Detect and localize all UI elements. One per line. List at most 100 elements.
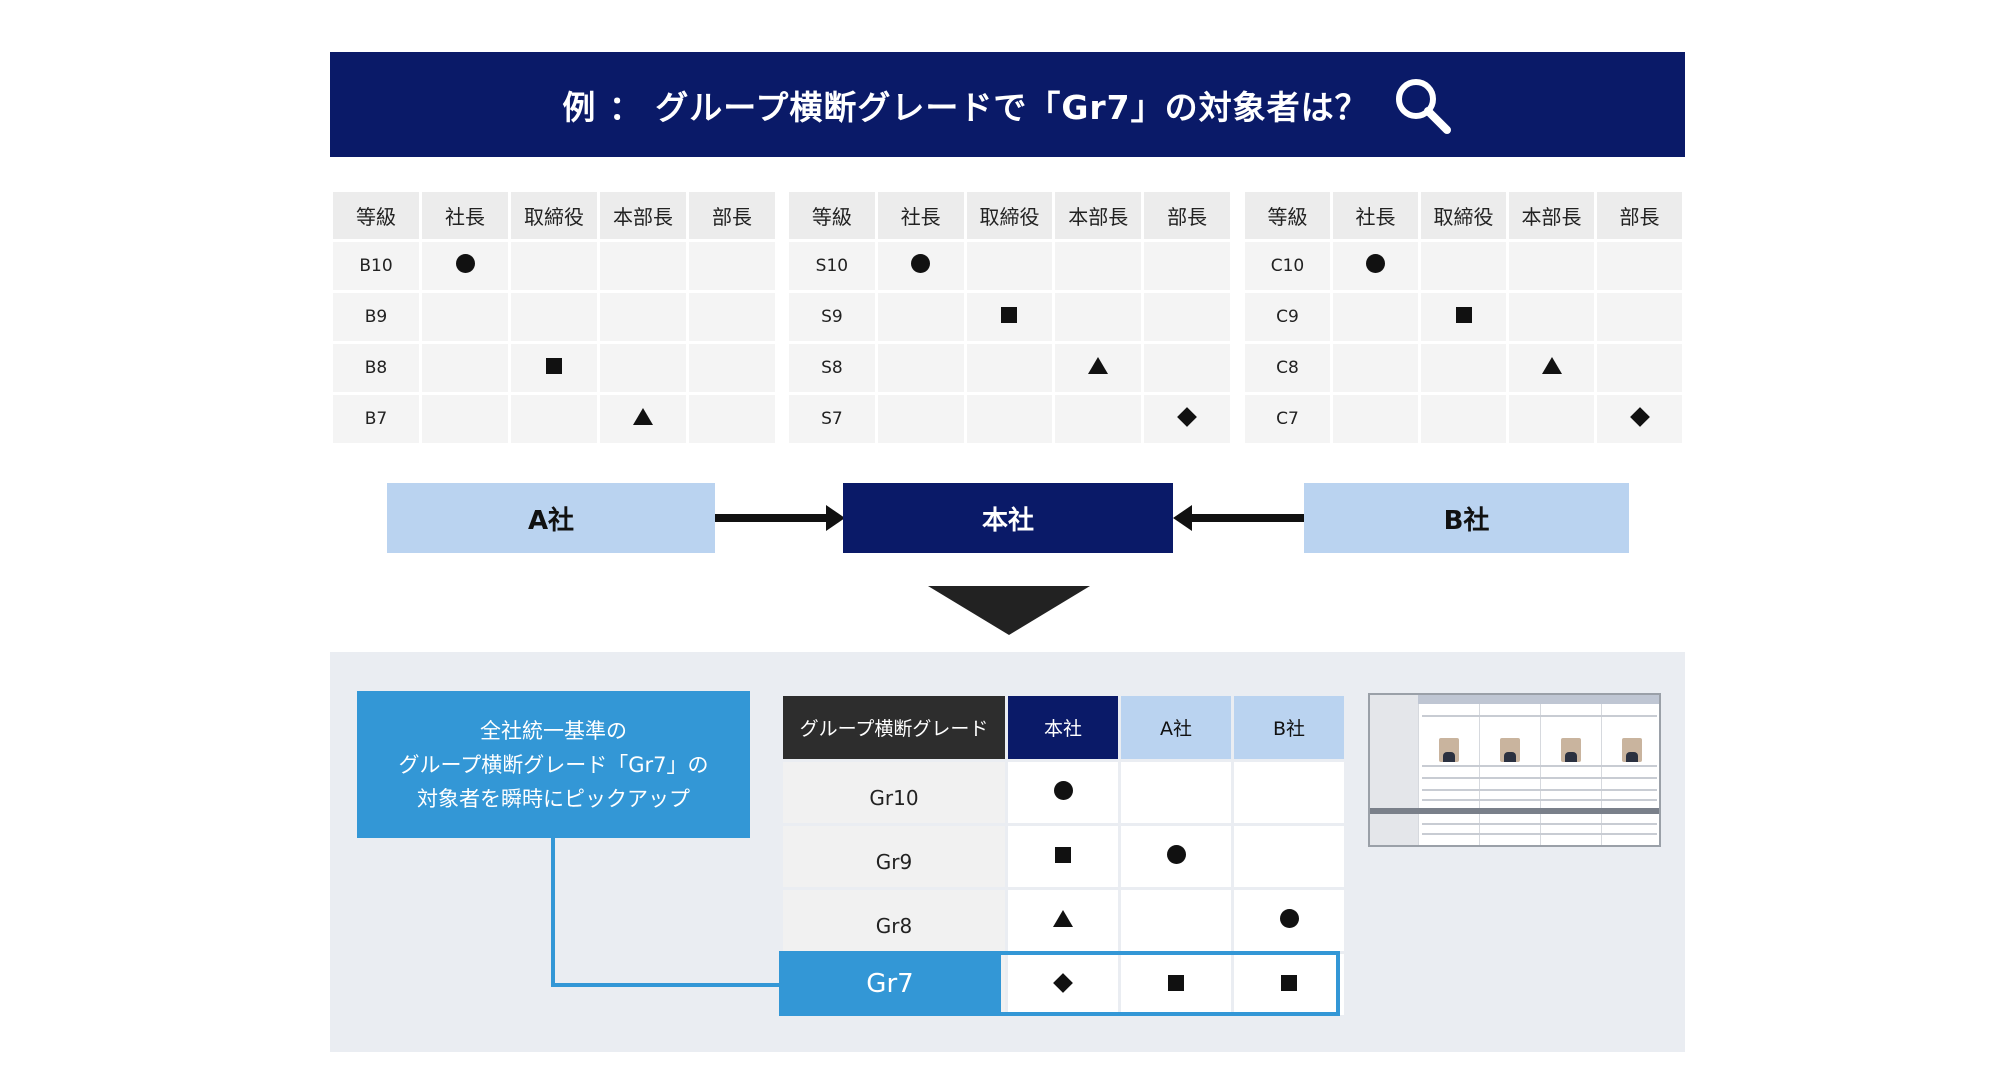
grade-cell — [966, 344, 1053, 392]
grade-label: S10 — [789, 242, 875, 290]
grade-table-row: B8 — [333, 344, 775, 392]
diamond-mark — [1629, 407, 1650, 427]
cross-table-header: グループ横断グレード — [783, 696, 1005, 759]
grade-table-header: 社長 — [422, 192, 508, 239]
grade-cell — [1421, 344, 1506, 392]
grade-cell — [689, 344, 775, 392]
square-mark — [1455, 306, 1472, 323]
diamond-mark — [1177, 407, 1197, 427]
grade-cell — [511, 395, 597, 443]
grade-table-header: 部長 — [689, 192, 775, 239]
grade-cell — [1597, 344, 1682, 392]
grade-cell — [1421, 293, 1506, 341]
grade-label: B9 — [333, 293, 419, 341]
callout-line-3: 対象者を瞬時にピックアップ — [417, 786, 690, 811]
grade-cell — [1509, 242, 1594, 290]
grade-table-header: 部長 — [1597, 192, 1682, 239]
diamond-mark — [1053, 973, 1073, 993]
grade-table-header: 取締役 — [966, 192, 1053, 239]
grade-table-row: S10 — [789, 242, 1230, 290]
grade-table-header: 社長 — [877, 192, 964, 239]
callout-box: 全社統一基準の グループ横断グレード「Gr7」の 対象者を瞬時にピックアップ — [357, 691, 750, 838]
grade-table-row: S7 — [789, 395, 1230, 443]
cross-cell — [1121, 762, 1231, 823]
cross-cell — [1008, 890, 1118, 951]
company-b-box: B社 — [1304, 483, 1629, 553]
grade-table-header: 取締役 — [1421, 192, 1506, 239]
grade-label: C9 — [1245, 293, 1330, 341]
grade-cell — [877, 344, 964, 392]
arrow-head-b — [1173, 505, 1192, 531]
grade-cell — [1055, 395, 1142, 443]
grade-cell — [1333, 242, 1418, 290]
square-mark — [1001, 306, 1018, 323]
cross-cell — [1121, 890, 1231, 951]
grade-cell — [689, 395, 775, 443]
grade-label: B7 — [333, 395, 419, 443]
grade-table-header: 本部長 — [1055, 192, 1142, 239]
grade-cell — [1055, 242, 1142, 290]
cross-cell — [1234, 826, 1344, 887]
cross-table-header: A社 — [1121, 696, 1231, 759]
grade-label: C7 — [1245, 395, 1330, 443]
callout-line-1: 全社統一基準の — [480, 718, 627, 743]
grade-cell — [422, 242, 508, 290]
circle-mark — [455, 254, 475, 273]
square-mark — [1055, 846, 1071, 863]
callout-line-2: グループ横断グレード「Gr7」の — [398, 752, 709, 777]
banner-title: 例 ： グループ横断グレードで「Gr7」の対象者は？ — [562, 87, 1369, 127]
grade-cell — [422, 395, 508, 443]
grade-cell — [600, 344, 686, 392]
grade-table-header: 社長 — [1333, 192, 1418, 239]
grade-label: S9 — [789, 293, 875, 341]
triangle-mark — [1541, 357, 1562, 374]
grade-table-header: 等級 — [1245, 192, 1330, 239]
grade-cell — [600, 293, 686, 341]
grade-table-header: 取締役 — [511, 192, 597, 239]
cross-grade-label: Gr10 — [783, 762, 1005, 823]
grade-cell — [511, 242, 597, 290]
grade-cell — [422, 344, 508, 392]
grade-table-header: 本部長 — [600, 192, 686, 239]
company-a-box: A社 — [387, 483, 715, 553]
grade-cell — [511, 293, 597, 341]
grade-cell — [877, 395, 964, 443]
grade-cell — [1144, 395, 1230, 443]
grade-cell — [1144, 293, 1230, 341]
grade-cell — [1597, 395, 1682, 443]
triangle-mark — [1088, 357, 1109, 374]
grade-table-header: 等級 — [789, 192, 875, 239]
cross-cell — [1008, 826, 1118, 887]
grade-cell — [689, 242, 775, 290]
circle-mark — [1279, 909, 1299, 928]
cross-grade-label: Gr8 — [783, 890, 1005, 951]
grade-cell — [600, 395, 686, 443]
cross-table-row: Gr9 — [783, 826, 1344, 887]
cross-grade-label: Gr9 — [783, 826, 1005, 887]
search-icon — [1395, 78, 1451, 134]
grade-table-row: C7 — [1245, 395, 1682, 443]
grade-table-row: B9 — [333, 293, 775, 341]
grade-cell — [966, 395, 1053, 443]
circle-mark — [911, 254, 931, 273]
grade-cell — [1333, 344, 1418, 392]
grade-cell — [1055, 344, 1142, 392]
grade-cell — [1144, 344, 1230, 392]
grade-cell — [1509, 395, 1594, 443]
grade-label: B8 — [333, 344, 419, 392]
cross-cell — [1234, 890, 1344, 951]
grade-table-row: B10 — [333, 242, 775, 290]
header-banner: 例 ： グループ横断グレードで「Gr7」の対象者は？ — [330, 52, 1685, 157]
cross-table-header: B社 — [1234, 696, 1344, 759]
grade-table-row: B7 — [333, 395, 775, 443]
grade-cell — [1509, 293, 1594, 341]
grade-cell — [1509, 344, 1594, 392]
grade-table-row: S8 — [789, 344, 1230, 392]
company-hq-box: 本社 — [843, 483, 1173, 553]
grade-cell — [1333, 293, 1418, 341]
highlighted-grade: Gr7 — [779, 951, 1001, 1016]
circle-mark — [1166, 845, 1186, 864]
circle-mark — [1366, 254, 1385, 273]
